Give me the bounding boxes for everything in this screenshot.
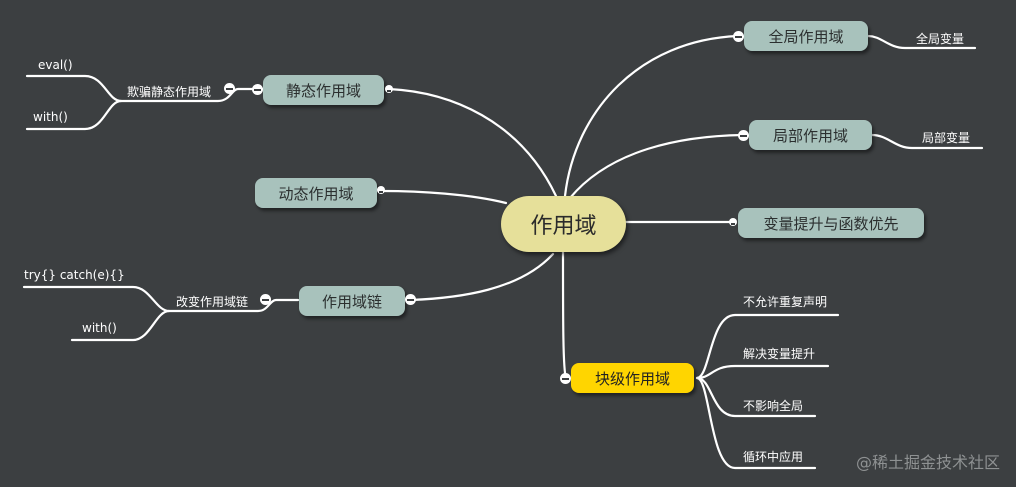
branch-hoisting[interactable]: 变量提升与函数优先: [738, 208, 924, 238]
branch-global-scope[interactable]: 全局作用域: [744, 21, 868, 51]
connector-local-leaf: [870, 133, 984, 150]
leaf-eval: eval(): [38, 58, 73, 72]
leaf-block-loop-usage: 循环中应用: [743, 450, 804, 464]
leaf-global-variable: 全局变量: [916, 32, 965, 46]
connector-chain-sub-leaf-1: [22, 285, 171, 313]
collapse-deceive-static-icon[interactable]: [224, 83, 235, 94]
branch-block-scope-label: 块级作用域: [594, 369, 670, 388]
connector-root-local: [568, 133, 745, 200]
connector-block-leaf-2: [695, 364, 830, 380]
connector-global-leaf: [866, 34, 977, 50]
connector-static-sub-leaf-2: [25, 99, 123, 131]
sub-deceive-static-scope[interactable]: 欺骗静态作用域: [127, 85, 212, 99]
branch-dynamic-scope[interactable]: 动态作用域: [255, 178, 377, 208]
leaf-with-static: with(): [33, 110, 68, 124]
connector-chain-sub-leaf-2: [70, 309, 171, 342]
leaf-try-catch: try{} catch(e){}: [24, 268, 125, 282]
watermark: @稀土掘金技术社区: [855, 453, 1000, 472]
leaf-with-chain: with(): [82, 321, 117, 335]
connector-chain-sub: [167, 298, 300, 313]
branch-global-scope-label: 全局作用域: [768, 27, 844, 46]
connector-static-sub: [119, 87, 264, 103]
connector-root-block: [561, 250, 568, 380]
branch-dynamic-scope-label: 动态作用域: [278, 184, 354, 203]
collapse-chain-icon[interactable]: [405, 294, 416, 305]
collapse-local-icon[interactable]: [738, 130, 749, 141]
leaf-block-fix-hoisting: 解决变量提升: [743, 347, 816, 361]
connector-root-dynamic: [380, 189, 508, 205]
collapse-static-end-icon[interactable]: [385, 85, 393, 93]
connector-root-static: [387, 87, 558, 198]
branch-static-scope[interactable]: 静态作用域: [263, 75, 384, 105]
root-topic[interactable]: 作用域: [501, 196, 626, 252]
connector-block-leaf-4: [695, 376, 817, 470]
branch-scope-chain-label: 作用域链: [321, 292, 382, 311]
collapse-global-icon[interactable]: [733, 31, 744, 42]
branch-scope-chain[interactable]: 作用域链: [299, 286, 405, 316]
branch-local-scope[interactable]: 局部作用域: [749, 120, 872, 150]
connector-root-global: [563, 34, 740, 198]
connector-static-sub-leaf-1: [25, 74, 123, 103]
collapse-dynamic-icon[interactable]: [377, 186, 385, 194]
branch-block-scope[interactable]: 块级作用域: [571, 363, 694, 393]
collapse-hoisting-end-icon[interactable]: [729, 218, 737, 226]
connector-block-leaf-1: [695, 313, 840, 380]
sub-change-scope-chain[interactable]: 改变作用域链: [176, 295, 249, 309]
leaf-block-no-global-effect: 不影响全局: [743, 399, 804, 413]
collapse-change-chain-icon[interactable]: [260, 294, 271, 305]
root-topic-label: 作用域: [530, 214, 597, 239]
leaf-block-no-redeclare: 不允许重复声明: [743, 295, 828, 309]
branch-hoisting-label: 变量提升与函数优先: [763, 214, 899, 233]
collapse-block-icon[interactable]: [560, 373, 571, 384]
branch-static-scope-label: 静态作用域: [285, 81, 361, 100]
collapse-static-icon[interactable]: [252, 84, 263, 95]
leaf-local-variable: 局部变量: [922, 131, 971, 145]
connector-root-chain: [409, 252, 555, 302]
connector-block-leaf-3: [695, 376, 817, 418]
branch-local-scope-label: 局部作用域: [772, 126, 848, 145]
